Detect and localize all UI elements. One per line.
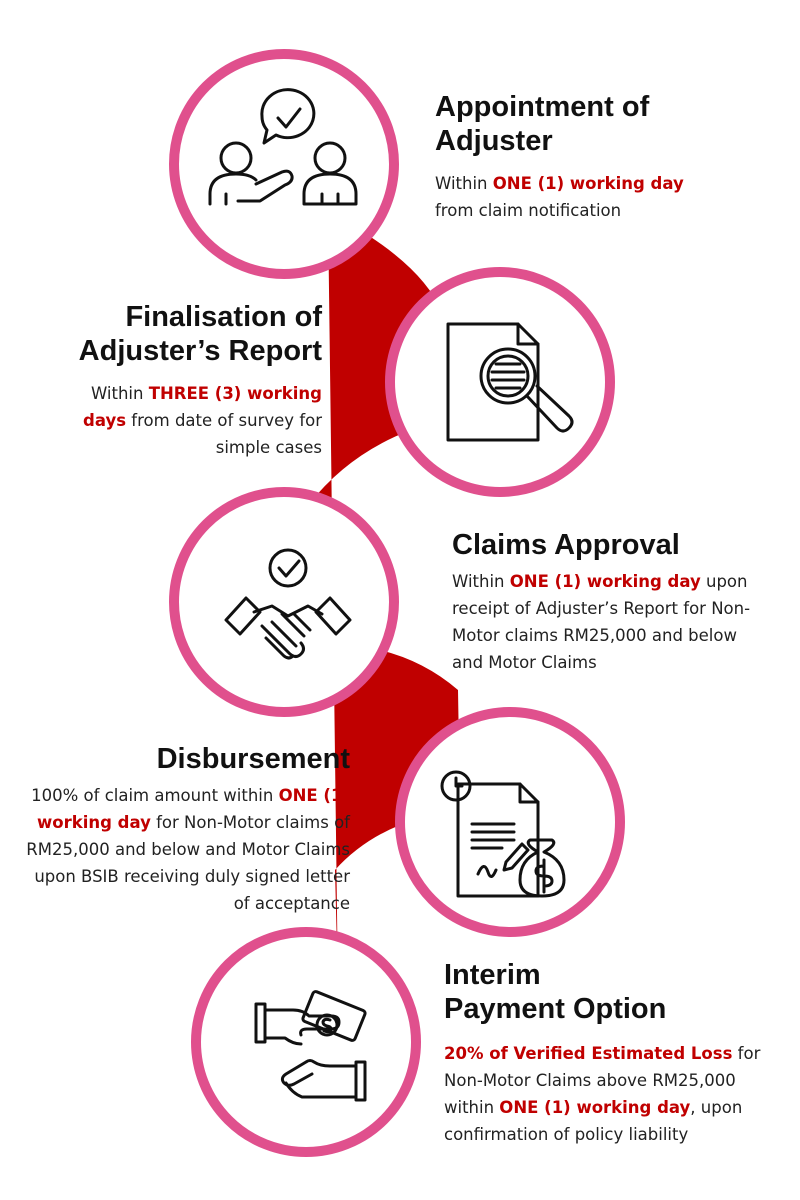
step-2-title-line-2: Adjuster’s Report: [78, 335, 322, 367]
description-text: 100% of claim amount within: [31, 786, 279, 805]
step-5-title-line-2: Payment Option: [444, 993, 667, 1025]
step-5-description: 20% of Verified Estimated Loss for Non-M…: [444, 1040, 764, 1148]
highlight-text: ONE (1) working day: [492, 174, 684, 193]
description-text: Within: [452, 572, 510, 591]
step-4-title: Disbursement: [20, 742, 350, 776]
step-2-ring: [385, 267, 615, 497]
step-3-description: Within ONE (1) working day upon receipt …: [452, 568, 770, 676]
step-4-ring: [395, 707, 625, 937]
hands-money-icon: [254, 990, 367, 1102]
description-text: Within: [90, 384, 149, 403]
step-5-title-line-1: Interim: [444, 959, 541, 991]
step-3-title: Claims Approval: [452, 528, 782, 562]
highlight-text: ONE (1) working day: [509, 572, 701, 591]
step-1-title-line-1: Appointment of: [435, 91, 650, 123]
step-1-ring: [169, 49, 399, 279]
highlight-text: 20% of Verified Estimated Loss: [444, 1044, 733, 1063]
highlight-text: THREE (3) working days: [83, 384, 322, 430]
highlight-text: ONE (1) working day: [499, 1098, 691, 1117]
step-1-title-line-2: Adjuster: [435, 125, 553, 157]
handshake-checkmark-icon: [224, 548, 352, 660]
step-2-title: Finalisation of Adjuster’s Report: [40, 300, 322, 368]
document-magnifier-icon: [446, 322, 574, 442]
step-4: Disbursement 100% of claim amount within…: [20, 742, 350, 917]
step-3-title-line-1: Claims Approval: [452, 529, 680, 561]
step-1: Appointment of Adjuster Within ONE (1) w…: [435, 90, 765, 224]
step-3: Claims Approval Within ONE (1) working d…: [452, 528, 782, 676]
step-2-description: Within THREE (3) working days from date …: [72, 380, 322, 461]
step-5-ring: [191, 927, 421, 1157]
document-clock-moneybag-icon: [440, 770, 566, 898]
step-4-title-line-1: Disbursement: [156, 743, 350, 775]
description-text: upon receipt of Adjuster’s Report for No…: [452, 572, 751, 672]
step-5-title: Interim Payment Option: [444, 958, 784, 1026]
description-text: Within: [435, 174, 493, 193]
description-text: from date of survey for simple cases: [126, 411, 322, 457]
step-1-title: Appointment of Adjuster: [435, 90, 765, 158]
step-1-description: Within ONE (1) working day from claim no…: [435, 170, 725, 224]
description-text: , upon confirmation of policy liability: [444, 1098, 743, 1144]
highlight-text: ONE (1) working day: [37, 786, 350, 832]
description-text: for Non-Motor Claims above RM25,000 with…: [444, 1044, 761, 1117]
step-3-ring: [169, 487, 399, 717]
description-text: for Non-Motor claims of RM25,000 and bel…: [26, 813, 350, 913]
step-2: Finalisation of Adjuster’s Report Within…: [40, 300, 322, 461]
step-4-description: 100% of claim amount within ONE (1) work…: [20, 782, 350, 917]
people-discussion-checkmark-icon: [208, 88, 358, 206]
description-text: from claim notification: [435, 201, 622, 220]
step-2-title-line-1: Finalisation of: [125, 301, 322, 333]
step-5: Interim Payment Option 20% of Verified E…: [444, 958, 784, 1148]
